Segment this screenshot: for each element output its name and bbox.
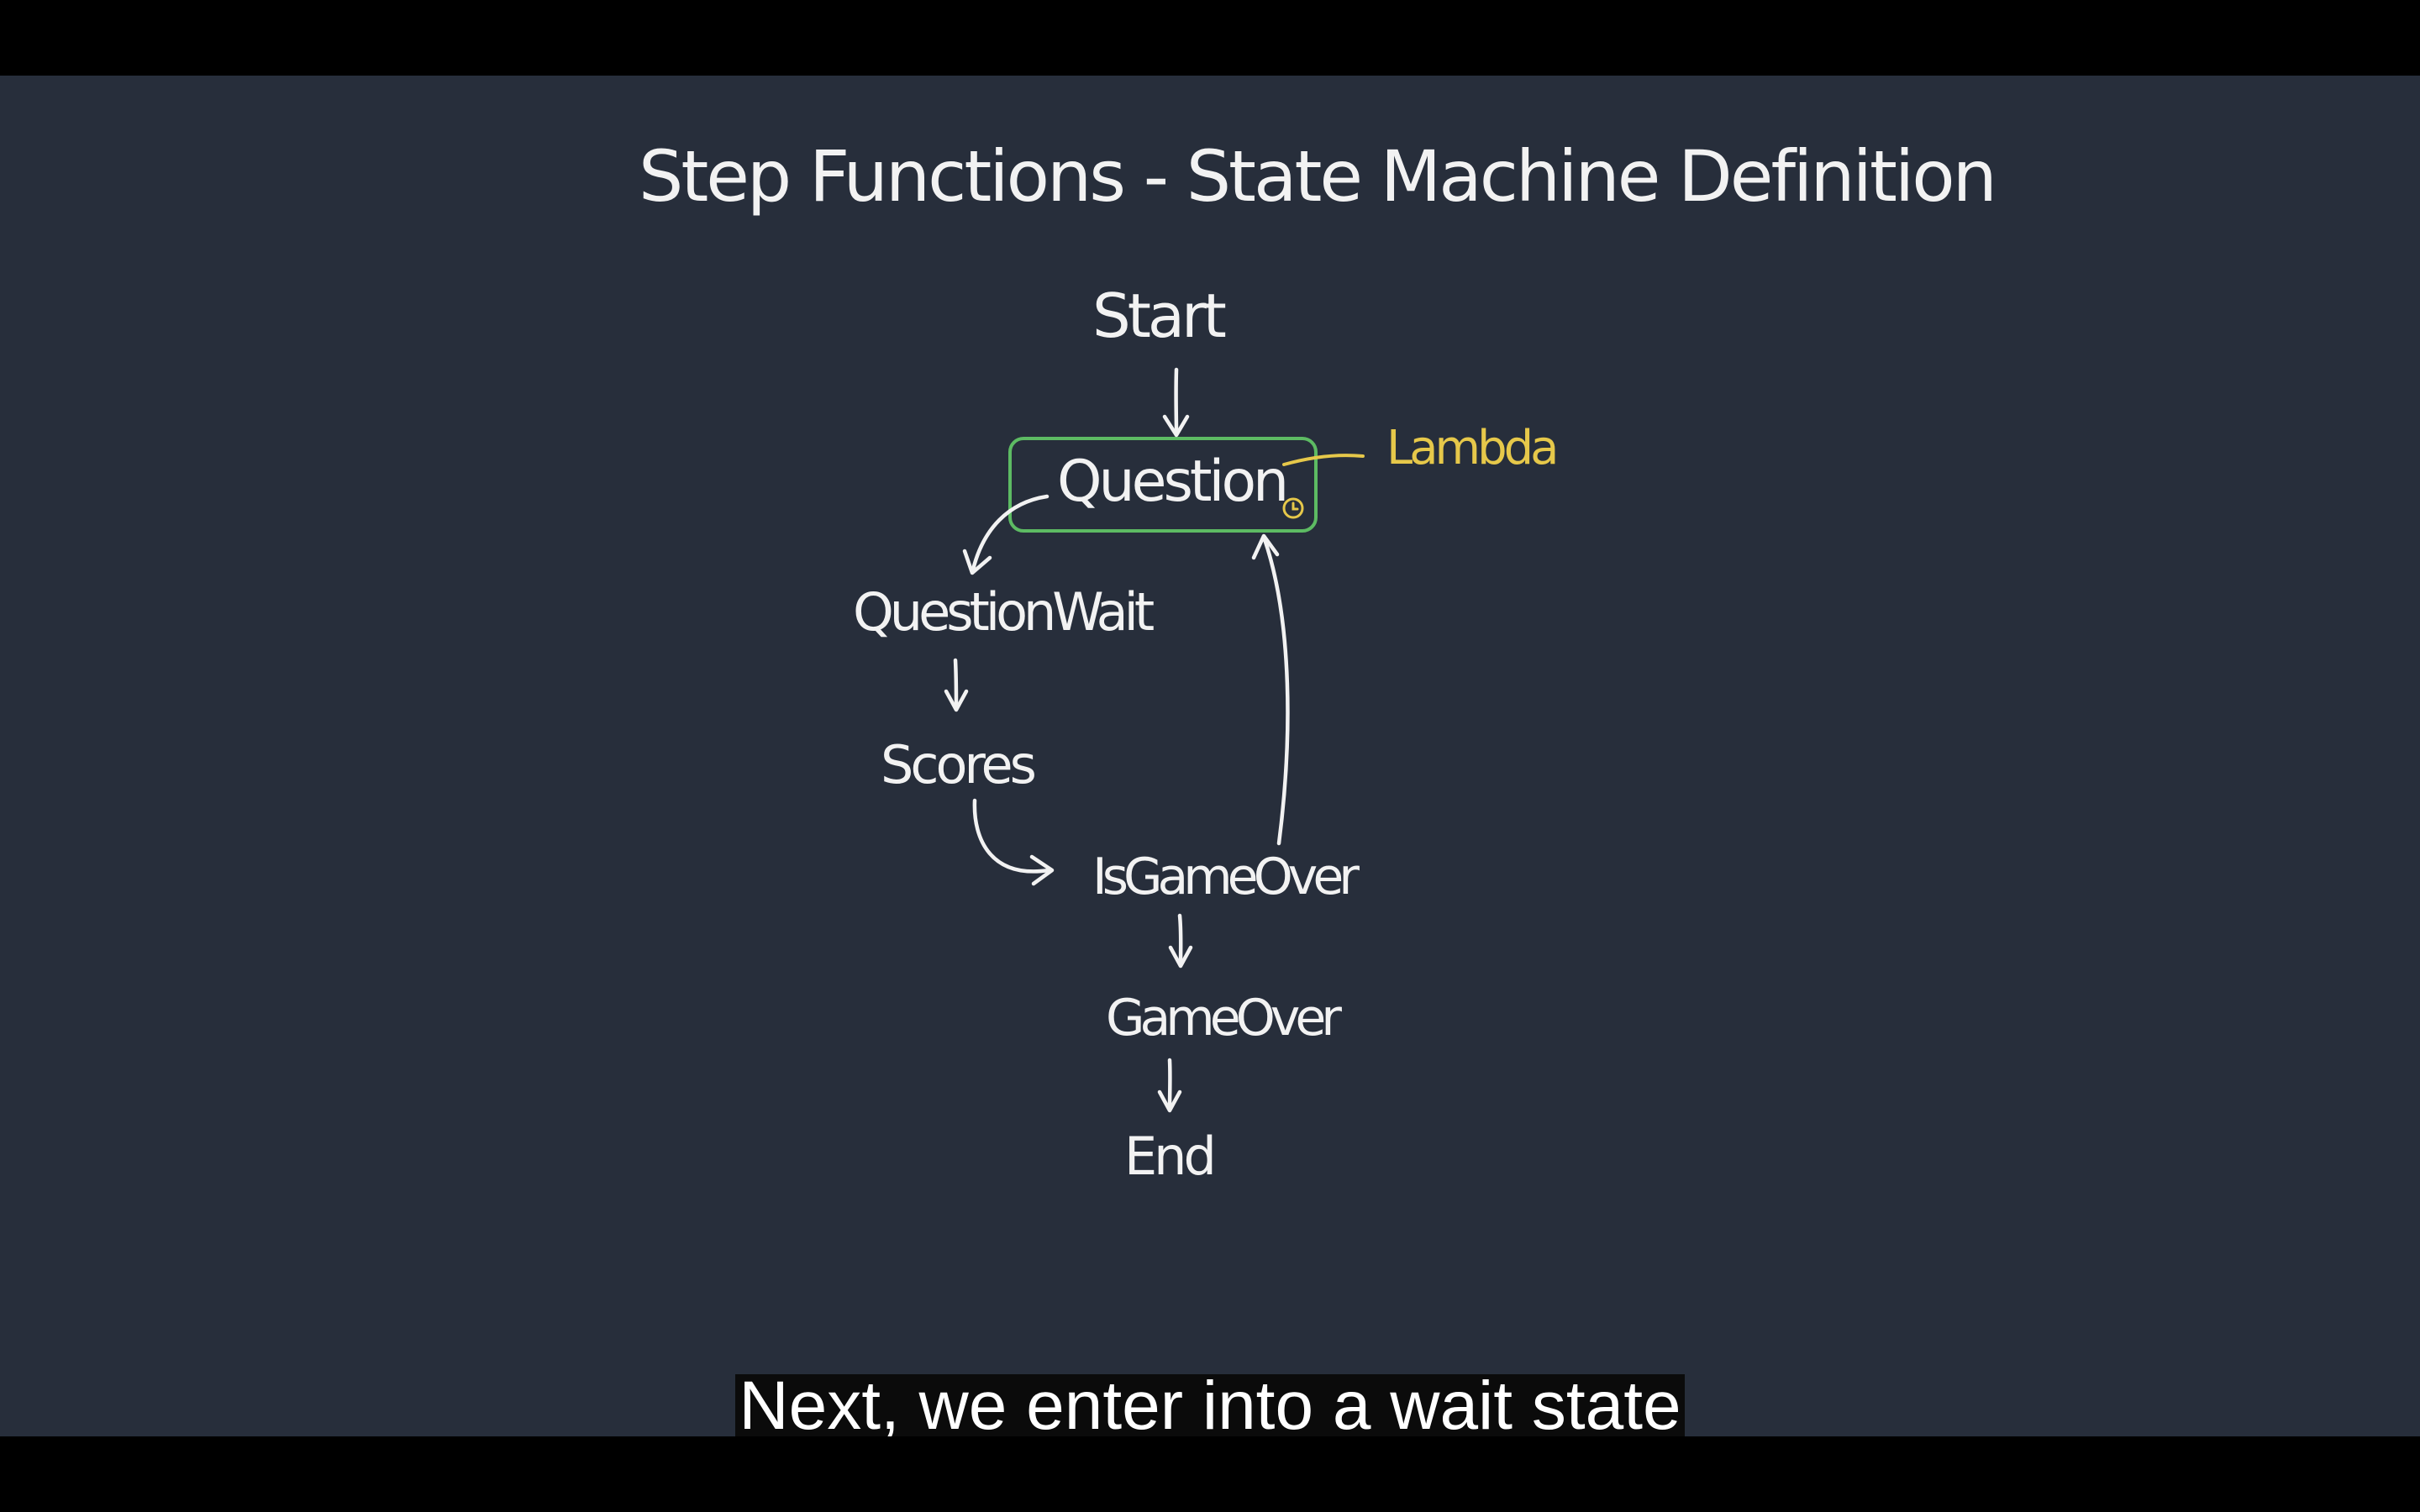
node-game-over: GameOver: [1106, 989, 1342, 1047]
whiteboard: [0, 76, 2420, 1436]
arrow-start-to-question: [1162, 367, 1190, 438]
arrow-isgameover-to-gameover: [1168, 913, 1193, 969]
arrow-question-to-questionwait: [962, 494, 1050, 575]
arrow-scores-to-isgameover: [972, 798, 1055, 886]
lambda-annotation: Lambda: [1386, 421, 1559, 475]
arrow-isgameover-to-question: [1251, 533, 1290, 846]
question-task-box: [1008, 437, 1318, 533]
node-is-game-over: IsGameOver: [1092, 848, 1360, 906]
diagram-title: Step Functions - State Machine Definitio…: [639, 135, 1997, 218]
node-start: Start: [1092, 281, 1227, 351]
subtitle-text: Next, we enter into a wait state: [735, 1372, 1685, 1441]
lambda-connector-line: [1282, 454, 1365, 466]
arrow-gameover-to-end: [1157, 1058, 1182, 1113]
node-question: Question: [1057, 449, 1289, 515]
arrow-questionwait-to-scores: [944, 658, 969, 712]
node-end: End: [1124, 1126, 1217, 1187]
node-scores: Scores: [881, 734, 1037, 795]
subtitle-bar: Next, we enter into a wait state: [0, 1372, 2420, 1441]
node-question-wait: QuestionWait: [853, 581, 1155, 643]
letterbox-top: [0, 0, 2420, 76]
letterbox-bottom: [0, 1436, 2420, 1512]
clock-icon: [1282, 497, 1304, 519]
